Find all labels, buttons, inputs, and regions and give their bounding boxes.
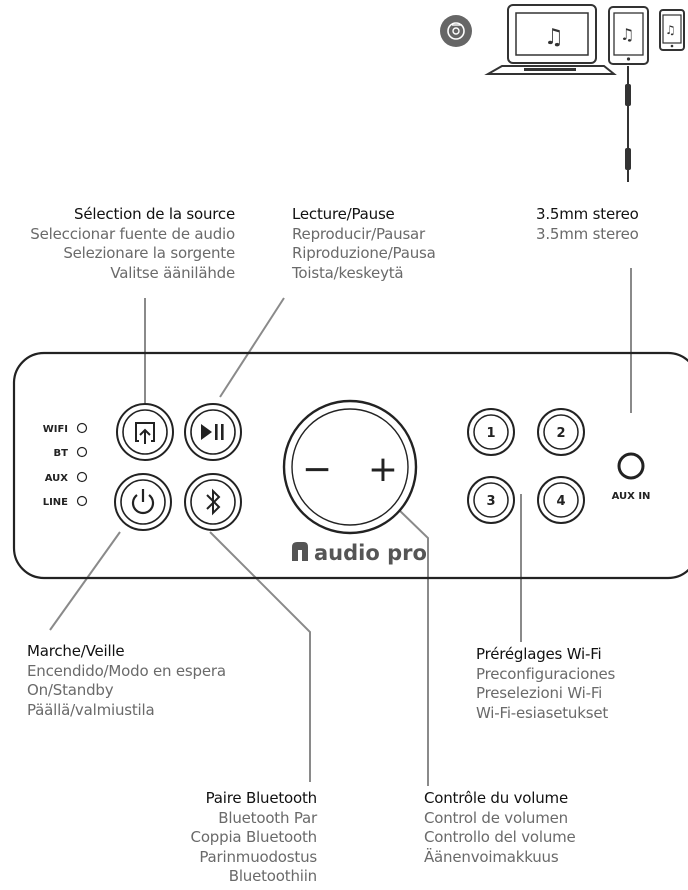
source-button[interactable] [116, 403, 174, 461]
preset-button-3[interactable]: 3 [467, 476, 515, 524]
label-line: Bluetoothiin [228, 867, 317, 885]
indicator-aux-label: AUX [45, 473, 69, 484]
leader-bluetooth [209, 531, 311, 782]
volume-down-control[interactable]: − [302, 449, 332, 490]
label-bluetooth: Paire Bluetooth Bluetooth Par Coppia Blu… [190, 789, 318, 887]
label-aux-stereo: 3.5mm stereo 3.5mm stereo [536, 205, 639, 244]
music-note-icon: ♫ [620, 25, 634, 44]
volume-up-control[interactable]: + [368, 449, 398, 490]
preset-button-2[interactable]: 2 [537, 408, 585, 456]
label-line: Controllo del volume [424, 828, 576, 846]
tablet-icon: ♫ [608, 6, 649, 65]
play-pause-icon [201, 424, 224, 440]
label-power: Marche/Veille Encendido/Modo en espera O… [27, 642, 226, 720]
preset-label: 3 [486, 494, 495, 509]
play-pause-button[interactable] [184, 403, 242, 461]
indicator-wifi-label: WIFI [43, 424, 68, 435]
music-note-icon: ♫ [665, 23, 676, 37]
speaker-top-panel [12, 351, 688, 580]
status-indicators: WIFI BT AUX LINE [43, 422, 88, 508]
label-heading: Contrôle du volume [424, 789, 568, 807]
label-heading: Sélection de la source [74, 205, 235, 223]
label-line: Riproduzione/Pausa [292, 244, 436, 262]
aux-in-label: AUX IN [612, 491, 651, 502]
brand-name: audio pro [314, 541, 427, 565]
label-line: Toista/keskeytä [292, 263, 404, 282]
label-heading: Marche/Veille [27, 642, 125, 660]
label-line: 3.5mm stereo [536, 224, 639, 243]
indicator-line-label: LINE [43, 497, 68, 508]
label-heading: Paire Bluetooth [205, 789, 318, 807]
preset-label: 1 [486, 426, 495, 441]
label-line: Bluetooth Par [218, 808, 317, 827]
label-line: Seleccionar fuente de audio [30, 224, 235, 243]
bluetooth-icon [206, 488, 221, 516]
bluetooth-button[interactable] [184, 473, 242, 531]
leader-volume [397, 508, 429, 786]
label-line: Wi-Fi-esiasetukset [476, 703, 609, 722]
indicator-wifi-led [76, 422, 88, 434]
preset-label: 2 [556, 426, 565, 441]
label-source-select: Sélection de la source Seleccionar fuent… [30, 205, 235, 283]
label-heading: Lecture/Pause [292, 205, 395, 223]
preset-button-1[interactable]: 1 [467, 408, 515, 456]
label-play-pause: Lecture/Pause Reproducir/Pausar Riproduz… [292, 205, 436, 283]
label-volume: Contrôle du volume Control de volumen Co… [424, 789, 576, 867]
preset-label: 4 [556, 494, 565, 509]
power-button[interactable] [114, 473, 172, 531]
power-icon [131, 489, 155, 515]
label-line: Coppia Bluetooth [190, 828, 318, 846]
leader-play-pause [219, 297, 285, 398]
brand-logo: audio pro [292, 541, 427, 565]
indicator-line-led [76, 495, 88, 507]
leader-power [49, 531, 121, 631]
label-line: Encendido/Modo en espera [27, 661, 226, 680]
label-heading: 3.5mm stereo [536, 205, 639, 223]
label-line: Päällä/valmiustila [27, 700, 155, 719]
leader-lines [49, 268, 632, 786]
label-heading: Préréglages Wi-Fi [476, 645, 602, 663]
label-line: Valitse äänilähde [110, 263, 235, 282]
label-line: Äänenvoimakkuus [424, 847, 559, 866]
chromecast-icon [440, 15, 472, 47]
preset-button-4[interactable]: 4 [537, 476, 585, 524]
audio-pro-logo-icon [292, 542, 308, 561]
laptop-icon: ♫ [484, 4, 617, 75]
label-line: On/Standby [27, 681, 114, 699]
label-line: Parinmuodostus [199, 847, 317, 866]
label-line: Selezionare la sorgente [63, 244, 235, 262]
source-select-icon [135, 422, 155, 444]
label-line: Reproducir/Pausar [292, 224, 426, 243]
aux-cable [625, 66, 631, 182]
label-line: Control de volumen [424, 808, 568, 827]
indicator-bt-label: BT [54, 448, 69, 459]
music-note-icon: ♫ [544, 25, 564, 50]
label-line: Preconfiguraciones [476, 664, 616, 683]
aux-in-jack[interactable]: AUX IN [612, 452, 651, 502]
volume-dial[interactable]: − + [282, 399, 418, 535]
indicator-aux-led [76, 471, 88, 483]
phone-icon: ♫ [659, 9, 685, 51]
label-presets: Préréglages Wi-Fi Preconfiguraciones Pre… [476, 645, 615, 723]
indicator-bt-led [76, 446, 88, 458]
label-line: Preselezioni Wi-Fi [476, 684, 603, 702]
